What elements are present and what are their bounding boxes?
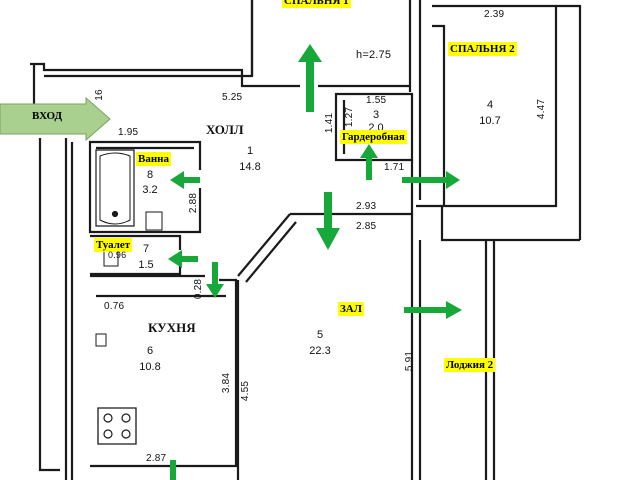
room-label-kitchen: КУХНЯ	[148, 320, 196, 335]
room-number-bathroom: 8	[146, 169, 154, 181]
dim-wardrobe-side: 1.41	[324, 112, 336, 134]
room-label-living: ЗАЛ	[338, 302, 364, 317]
dim-living-top: 2.93	[356, 201, 377, 212]
burner-1	[103, 413, 113, 423]
arrow-to-living	[316, 192, 340, 250]
wall-outer-top-left-inner	[44, 0, 254, 78]
arrow-to-bathroom	[170, 171, 200, 189]
dim-kitchen-bottom: 2.87	[146, 453, 167, 464]
entrance-arrow-shape	[0, 96, 111, 142]
wall-left-outer-2	[38, 138, 60, 472]
wall-bedroom2-outer-right	[556, 4, 582, 240]
stove-burners	[103, 210, 131, 439]
stove	[97, 407, 137, 445]
entrance-arrow	[0, 96, 111, 142]
room-area-wardrobe: 2.0	[368, 122, 384, 134]
arrow-to-wardrobe	[360, 144, 378, 180]
room-number-toilet: 7	[142, 243, 150, 255]
wall-right-lower	[416, 204, 580, 242]
dim-wardrobe-top: 1.55	[366, 95, 387, 106]
room-area-hall: 14.8	[239, 161, 261, 173]
dim-kitchen-small: 0.28	[193, 278, 205, 300]
dim-living-right: 5.91	[404, 350, 416, 372]
room-number-kitchen: 6	[146, 345, 154, 357]
burner-3	[103, 429, 113, 439]
entrance-label: ВХОД	[32, 110, 63, 122]
room-label-toilet: Туалет	[94, 238, 133, 253]
wall-bedroom2	[432, 4, 558, 208]
wall-bathroom	[88, 140, 202, 234]
wall-outer-top-left	[30, 62, 300, 88]
dim-kitchen-side: 3.84	[221, 372, 233, 394]
room-number-bedroom2: 4	[486, 99, 494, 111]
movement-arrows	[168, 44, 462, 480]
sink	[145, 211, 163, 231]
dim-kitchen-left: 0.76	[104, 301, 125, 312]
dim-hall-top: 5.25	[222, 92, 243, 103]
arrow-kitchen-bottom	[170, 460, 176, 480]
room-area-toilet: 1.5	[138, 259, 154, 271]
dim-hall-left: 1.95	[118, 127, 139, 138]
room-label-bedroom2: СПАЛЬНЯ 2	[448, 42, 517, 57]
ceiling-height: h=2.75	[356, 49, 392, 61]
room-area-kitchen: 10.8	[139, 361, 161, 373]
wall-living-diagonal	[237, 213, 291, 277]
dim-bedroom2-top: 2.39	[484, 9, 505, 20]
room-label-wardrobe: Гардеробная	[340, 130, 407, 145]
arrow-to-kitchen	[206, 262, 224, 298]
dim-bathroom-side: 2.88	[188, 192, 200, 214]
dim-toilet: 0.96	[108, 250, 127, 260]
dim-living-side: 4.55	[240, 380, 252, 402]
wall-living-diagonal-2	[245, 221, 297, 283]
dim-living-top2: 2.85	[356, 221, 377, 232]
drain	[111, 210, 119, 218]
room-area-living: 22.3	[309, 345, 331, 357]
dim-bedroom2-side: 4.47	[536, 98, 548, 120]
room-area-bedroom2: 10.7	[479, 115, 501, 127]
walls	[30, 0, 582, 480]
room-number-wardrobe: 3	[372, 109, 380, 121]
room-area-bathroom: 3.2	[142, 184, 158, 196]
bathtub-inner	[99, 152, 131, 225]
entrance-mark: 16	[93, 89, 105, 101]
arrow-to-toilet	[168, 250, 198, 268]
arrow-to-bedroom2	[402, 171, 460, 189]
arrow-to-loggia	[404, 301, 462, 319]
dim-wardrobe-bottom: 1.71	[384, 162, 405, 173]
bathtub	[95, 149, 135, 227]
room-number-living: 5	[316, 329, 324, 341]
wall-kitchen	[90, 274, 238, 468]
dim-wardrobe-side2: 1.27	[344, 106, 356, 128]
room-number-hall: 1	[246, 145, 254, 157]
arrow-to-bedroom1	[298, 44, 322, 112]
room-label-hall: ХОЛЛ	[206, 122, 244, 137]
room-label-loggia2: Лоджия 2	[444, 358, 496, 373]
room-label-bedroom1: СПАЛЬНЯ 1	[282, 0, 351, 9]
burner-4	[121, 429, 131, 439]
room-label-bathroom: Ванна	[136, 152, 172, 167]
burner-2	[121, 413, 131, 423]
sink-kitchen	[95, 333, 107, 347]
